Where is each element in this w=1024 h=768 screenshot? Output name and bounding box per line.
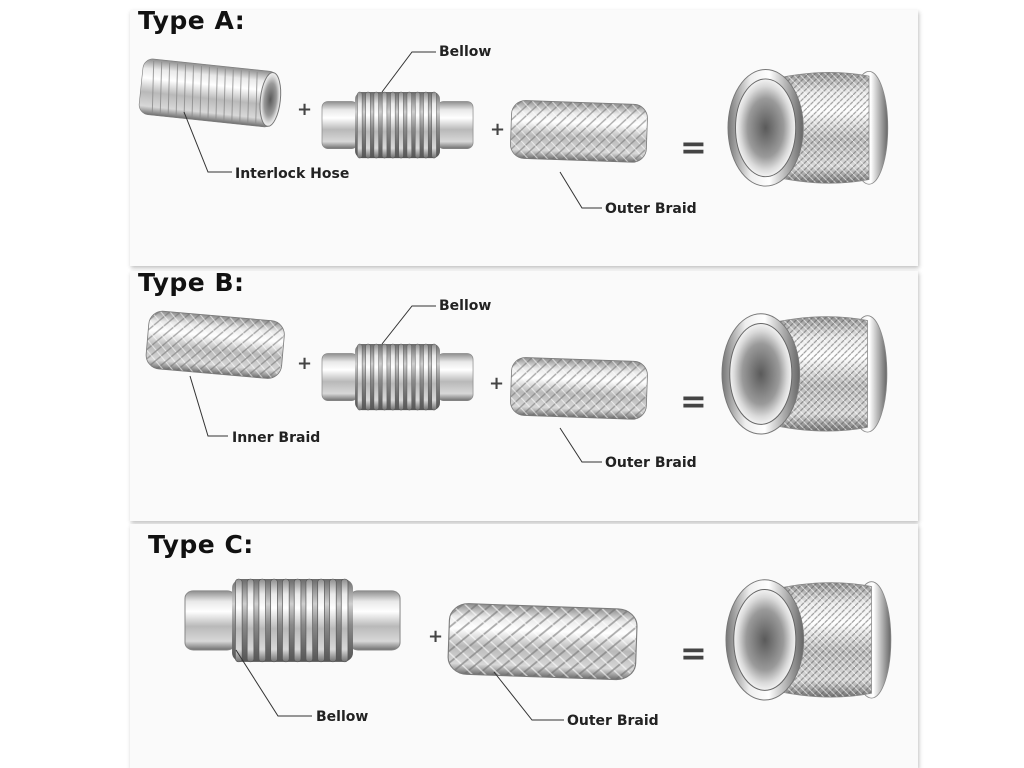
assembled-flex-pipe bbox=[727, 69, 889, 187]
bellow-label: Bellow bbox=[439, 44, 491, 60]
callout-lines bbox=[189, 305, 602, 463]
plus-operator: + bbox=[490, 119, 505, 140]
bellow-part bbox=[321, 91, 474, 159]
assembled-flex-pipe bbox=[721, 313, 888, 435]
type-b-title: Type B: bbox=[138, 268, 245, 297]
outer-braid-part bbox=[509, 99, 649, 164]
type-a-diagram: + + = Interlock Hose Bellow Outer Braid bbox=[137, 44, 889, 217]
type-c-title: Type C: bbox=[148, 530, 254, 559]
assembled-flex-pipe bbox=[725, 579, 892, 701]
inner-braid-label: Inner Braid bbox=[232, 430, 320, 446]
equals-operator: = bbox=[680, 634, 707, 672]
callout-lines bbox=[183, 51, 602, 209]
plus-operator: + bbox=[297, 99, 312, 120]
outer-braid-label: Outer Braid bbox=[605, 201, 697, 217]
equals-operator: = bbox=[680, 128, 707, 166]
outer-braid-label: Outer Braid bbox=[605, 455, 697, 471]
plus-operator: + bbox=[428, 626, 443, 647]
inner-braid-part bbox=[144, 309, 286, 381]
interlock-hose-part bbox=[137, 57, 284, 129]
outer-braid-label: Outer Braid bbox=[567, 713, 659, 729]
plus-operator: + bbox=[489, 373, 504, 394]
equals-operator: = bbox=[680, 382, 707, 420]
plus-operator: + bbox=[297, 353, 312, 374]
interlock-hose-label: Interlock Hose bbox=[235, 166, 349, 182]
outer-braid-part bbox=[509, 356, 649, 421]
type-b-diagram: + + = Inner Braid Bellow Outer Braid bbox=[144, 298, 888, 471]
outer-braid-part bbox=[446, 602, 639, 681]
bellow-part bbox=[184, 578, 401, 663]
type-c-diagram: + = Bellow Outer Braid bbox=[184, 578, 892, 729]
bellow-part bbox=[321, 343, 474, 411]
bellow-label: Bellow bbox=[439, 298, 491, 314]
bellow-label: Bellow bbox=[316, 709, 368, 725]
type-a-title: Type A: bbox=[138, 6, 246, 35]
callout-lines bbox=[235, 649, 564, 721]
